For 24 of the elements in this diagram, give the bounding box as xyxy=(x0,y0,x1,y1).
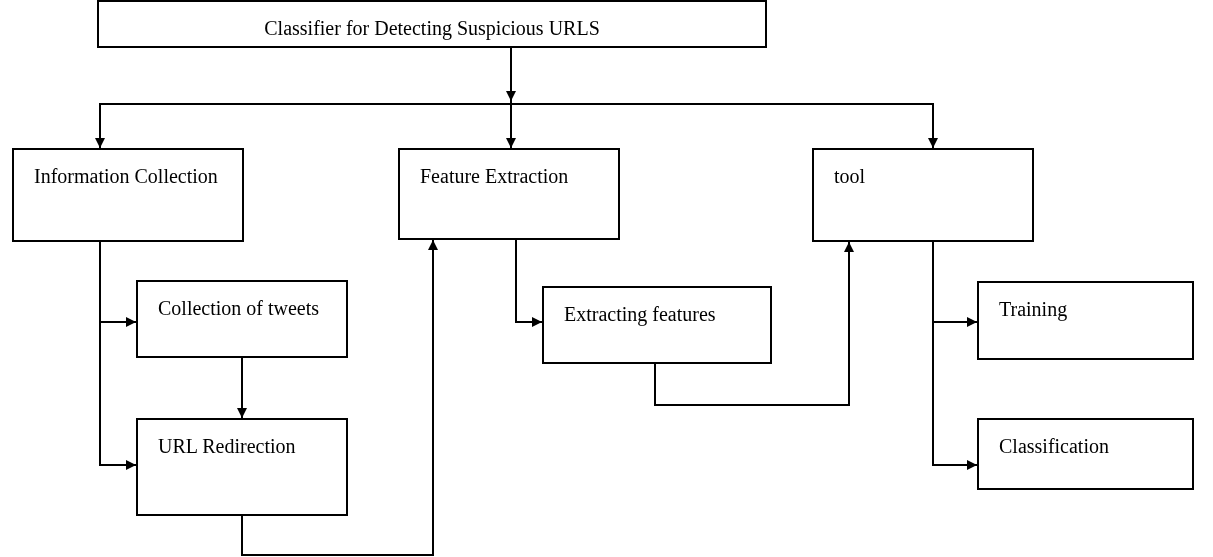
connector-arrow xyxy=(932,241,978,470)
title-box xyxy=(97,0,767,48)
process-box xyxy=(542,286,772,364)
process-box xyxy=(812,148,1034,242)
connector-arrow xyxy=(515,239,543,327)
connector-arrow xyxy=(99,241,137,470)
box-label: tool xyxy=(834,164,867,189)
box-label: Classification xyxy=(999,434,1110,459)
process-box xyxy=(398,148,620,240)
box-label: Training xyxy=(999,297,1069,323)
box-label: Collection of tweets xyxy=(158,296,321,321)
process-box xyxy=(977,281,1194,360)
box-label: Feature Extraction xyxy=(420,164,570,189)
process-box xyxy=(136,418,348,516)
connector-arrow xyxy=(237,357,247,419)
process-box xyxy=(977,418,1194,490)
connector-arrow xyxy=(654,241,854,406)
box-label: Information Collection xyxy=(34,164,219,189)
box-label: Classifier for Detecting Suspicious URLS xyxy=(264,16,600,42)
box-label: Extracting features xyxy=(564,302,717,328)
box-label: URL Redirection xyxy=(158,434,297,459)
process-box xyxy=(136,280,348,358)
process-box xyxy=(12,148,244,242)
connector-arrow xyxy=(241,239,438,556)
